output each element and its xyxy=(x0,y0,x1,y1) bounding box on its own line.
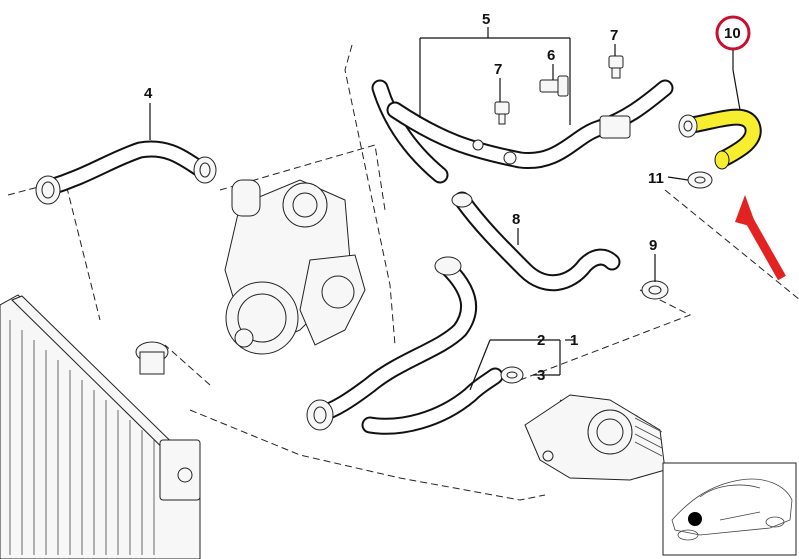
bolt-6 xyxy=(539,75,569,97)
callout-10: 10 xyxy=(724,25,741,42)
bolt-7-left xyxy=(494,101,510,125)
radiator xyxy=(0,294,201,559)
callout-2: 2 xyxy=(537,332,545,349)
radiator-fins xyxy=(9,320,155,555)
highlight-circle xyxy=(715,15,751,51)
hose-clamp-11 xyxy=(687,171,713,189)
leader-lines xyxy=(149,27,741,391)
vehicle-location-thumbnail xyxy=(662,462,797,556)
hose-clamp-9 xyxy=(641,280,669,300)
callout-7-left: 7 xyxy=(494,61,502,78)
pipe-5 xyxy=(371,79,674,184)
hose-2 xyxy=(361,367,504,435)
callout-6: 6 xyxy=(547,47,555,64)
hose-clamp-right xyxy=(193,156,217,184)
hose-8 xyxy=(451,191,621,292)
callout-9: 9 xyxy=(649,237,657,254)
hose-4 xyxy=(35,140,217,205)
water-pump-housing xyxy=(224,179,366,355)
callout-5: 5 xyxy=(482,11,490,28)
hose-clamp-3 xyxy=(500,366,524,384)
location-dot xyxy=(688,512,702,526)
callout-11: 11 xyxy=(648,170,664,187)
callout-labels: 1 2 3 4 5 6 7 7 8 9 10 11 xyxy=(144,11,741,384)
callout-8: 8 xyxy=(512,211,520,228)
bolt-7-right xyxy=(608,55,624,79)
hose-10-highlighted xyxy=(678,108,762,170)
callout-1: 1 xyxy=(570,332,578,349)
red-arrow xyxy=(735,195,786,281)
thermostat-housing xyxy=(524,394,666,481)
hose-1 xyxy=(306,256,477,431)
callout-3: 3 xyxy=(537,367,545,384)
hose-clamp-left xyxy=(35,175,61,205)
callout-7-right: 7 xyxy=(610,27,618,44)
callout-4: 4 xyxy=(144,85,153,102)
